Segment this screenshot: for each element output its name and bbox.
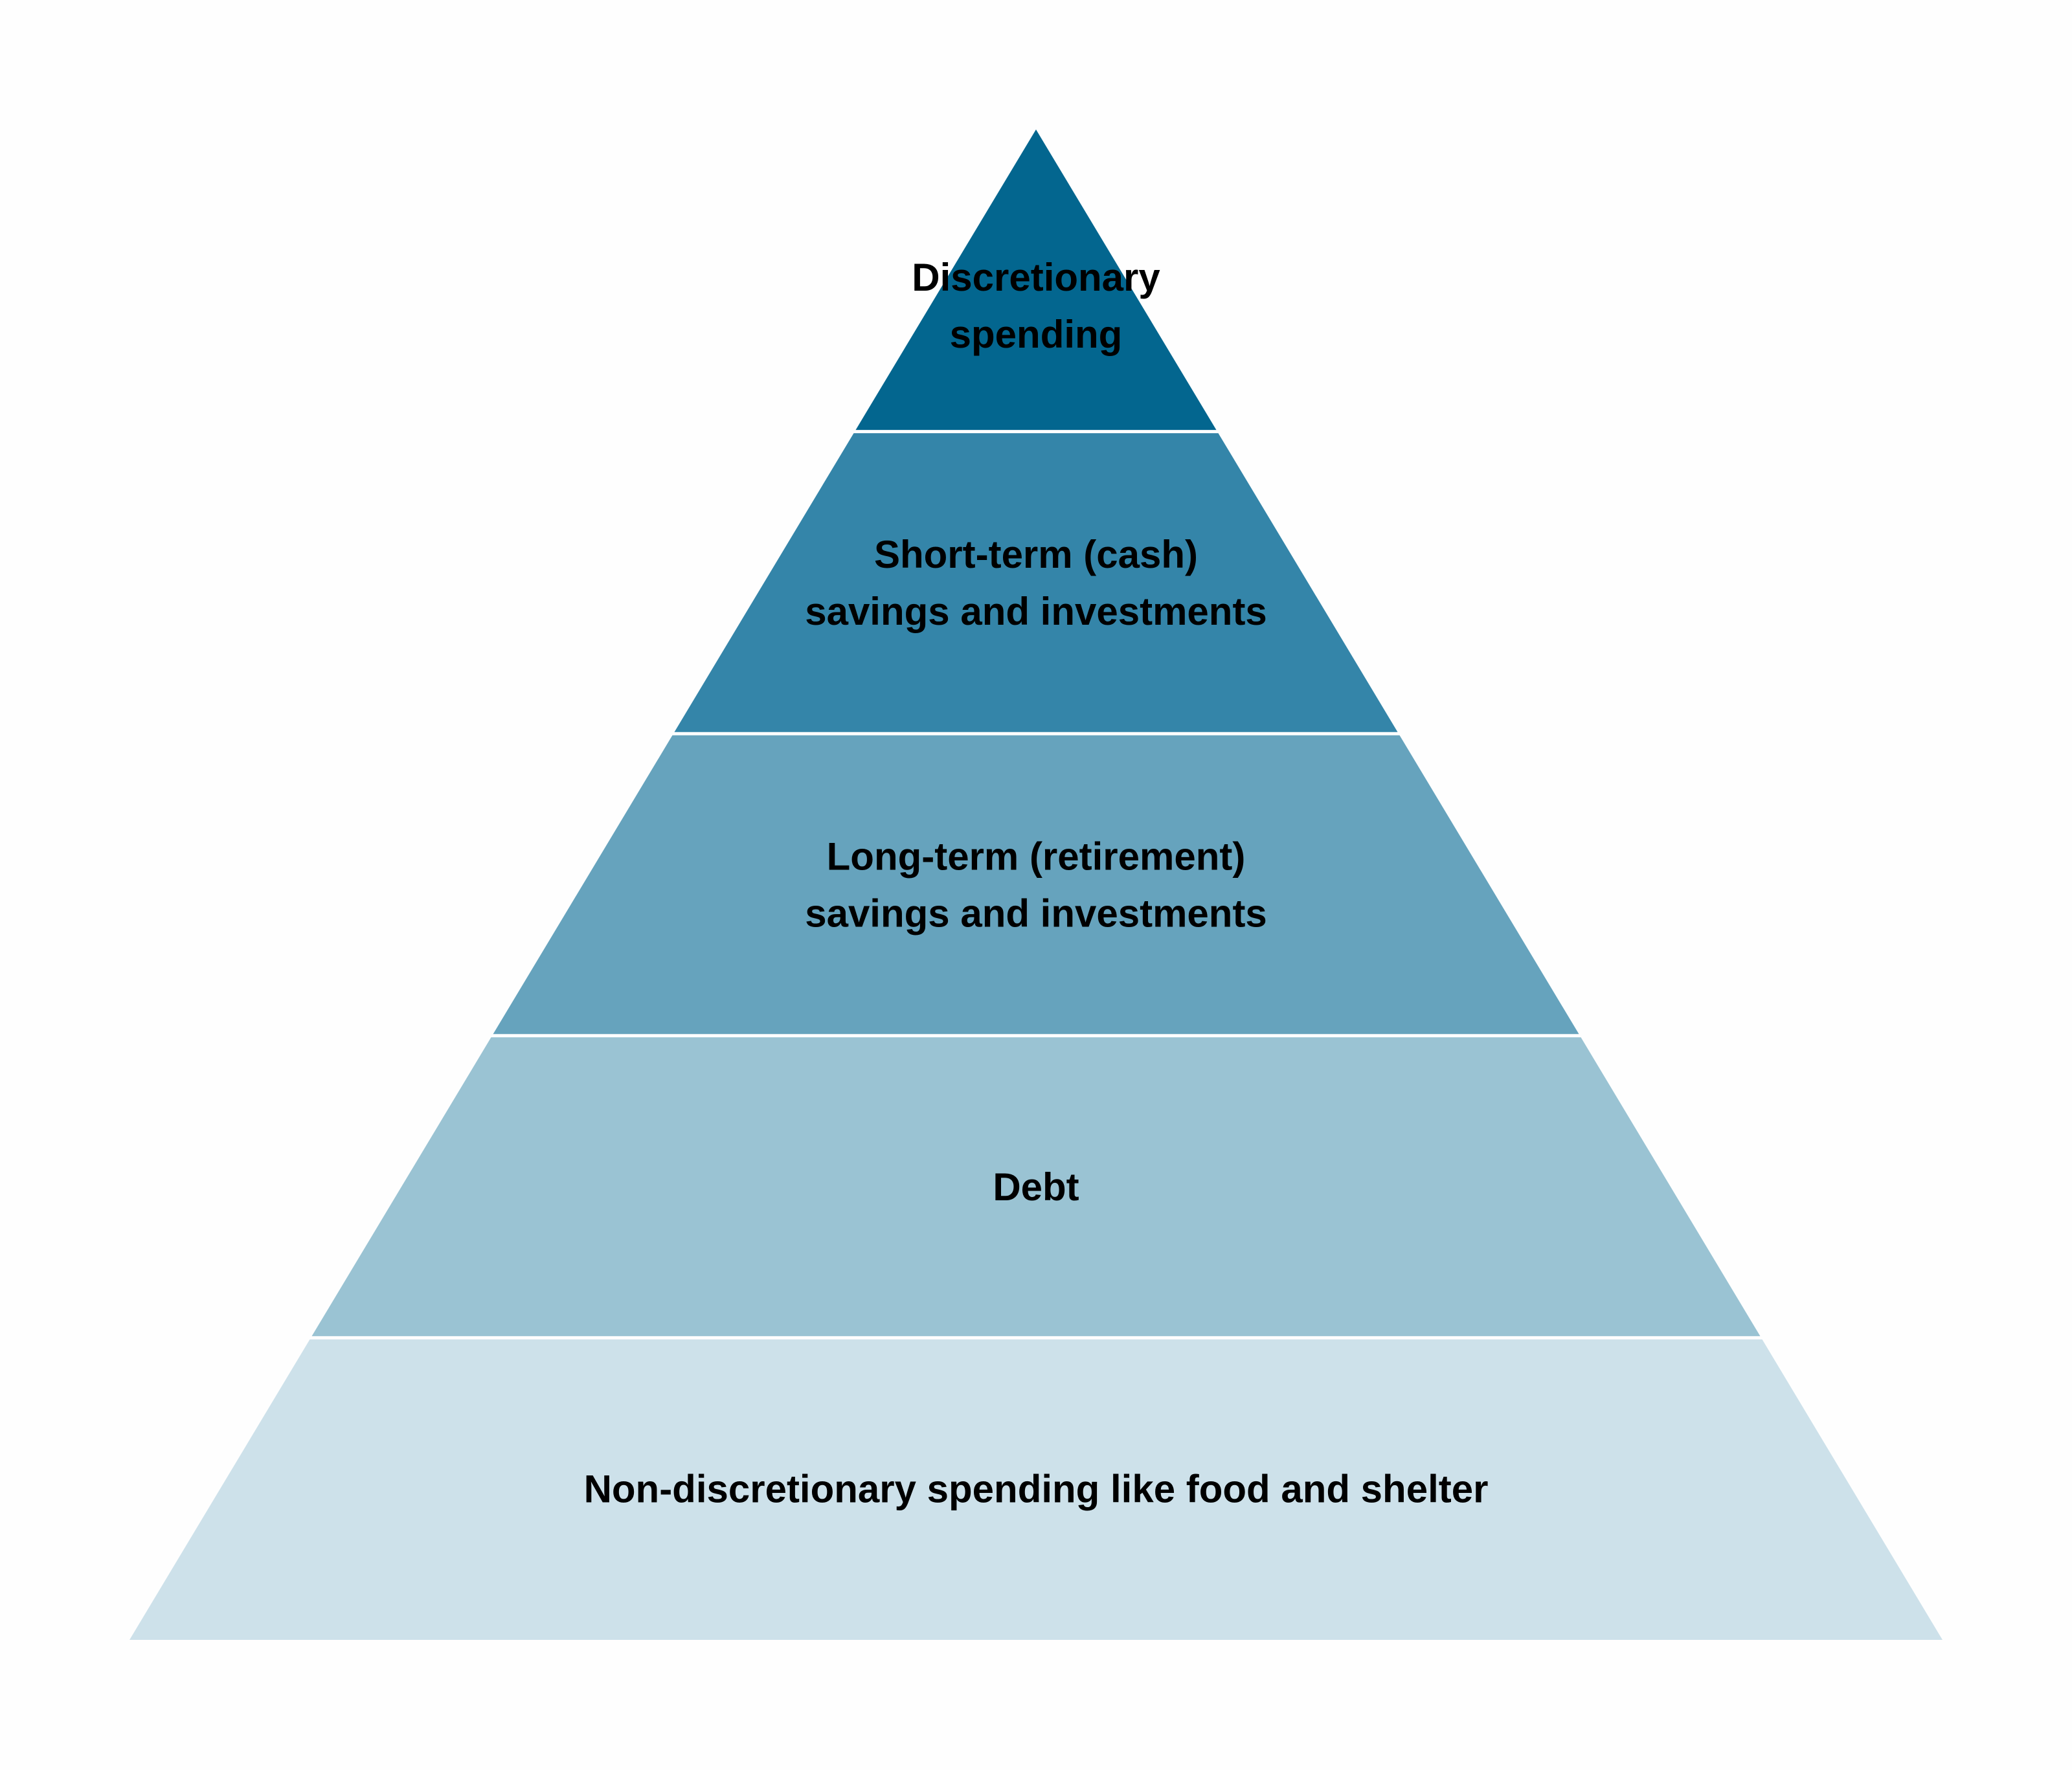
pyramid-layer-5-label: Non-discretionary spending like food and… [584,1468,1489,1511]
pyramid-layer-1 [855,129,1217,431]
pyramid-layer-1-label: Discretionary [912,256,1160,299]
pyramid-layer-4-label: Debt [993,1165,1079,1209]
pyramid-layer-2 [674,433,1398,732]
pyramid-layer-3-label: Long-term (retirement) [827,835,1246,879]
pyramid-layer-1-label: spending [950,313,1123,356]
pyramid-layer-3 [493,735,1579,1035]
pyramid-layer-3-label: savings and investments [805,892,1267,935]
pyramid-layer-2-label: Short-term (cash) [874,533,1198,576]
pyramid-layer-4 [311,1037,1761,1336]
pyramid-layer-2-label: savings and investments [805,590,1267,633]
pyramid-layer-5 [130,1339,1942,1640]
